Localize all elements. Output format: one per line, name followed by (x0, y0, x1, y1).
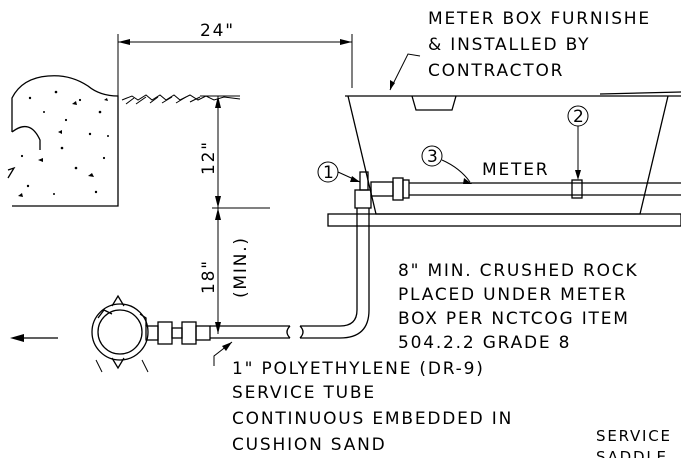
callout-1 (317, 161, 361, 183)
meter-box-leader (389, 53, 421, 91)
dimension-24 (117, 34, 353, 96)
ground-hatch (121, 94, 241, 105)
callout-3 (421, 145, 472, 184)
note-meter: METER (482, 160, 549, 180)
note-tube-line2: SERVICE TUBE (232, 383, 376, 403)
service-saddle (91, 294, 211, 373)
service-tube (210, 208, 370, 339)
note-meter-box-line3: CONTRACTOR (428, 61, 564, 81)
dimension-18 (215, 208, 221, 334)
dimension-24-label: 24" (200, 21, 235, 41)
note-tube-line3: CONTINUOUS EMBEDDED IN (232, 409, 513, 429)
note-rock-line2: PLACED UNDER METER (398, 285, 628, 305)
callout-2 (567, 105, 589, 180)
dimension-18-label: 18" (199, 259, 219, 294)
note-meter-box-line1: METER BOX FURNISHE (428, 9, 651, 29)
flow-arrow (10, 334, 58, 342)
meter-piping (354, 171, 681, 209)
note-rock-line3: BOX PER NCTCOG ITEM (398, 309, 630, 329)
dimension-12 (200, 95, 270, 209)
callout-1-label: 1 (323, 163, 336, 183)
callout-2-label: 2 (573, 107, 586, 127)
note-rock-line1: 8" MIN. CRUSHED ROCK (398, 261, 638, 281)
note-rock-line4: 504.2.2 GRADE 8 (398, 333, 571, 353)
curb-concrete (7, 75, 119, 207)
note-meter-box-line2: & INSTALLED BY (428, 35, 590, 55)
note-saddle-line1: SERVICE (596, 427, 672, 445)
callout-3-label: 3 (427, 147, 440, 167)
meter-box (327, 91, 681, 227)
dimension-12-label: 12" (199, 140, 219, 175)
note-tube-line1: 1" POLYETHYLENE (DR-9) (232, 359, 485, 379)
note-saddle-line2: SADDLE (596, 448, 668, 458)
dimension-min-label: (MIN.) (231, 236, 251, 298)
note-tube-line4: CUSHION SAND (232, 435, 387, 455)
